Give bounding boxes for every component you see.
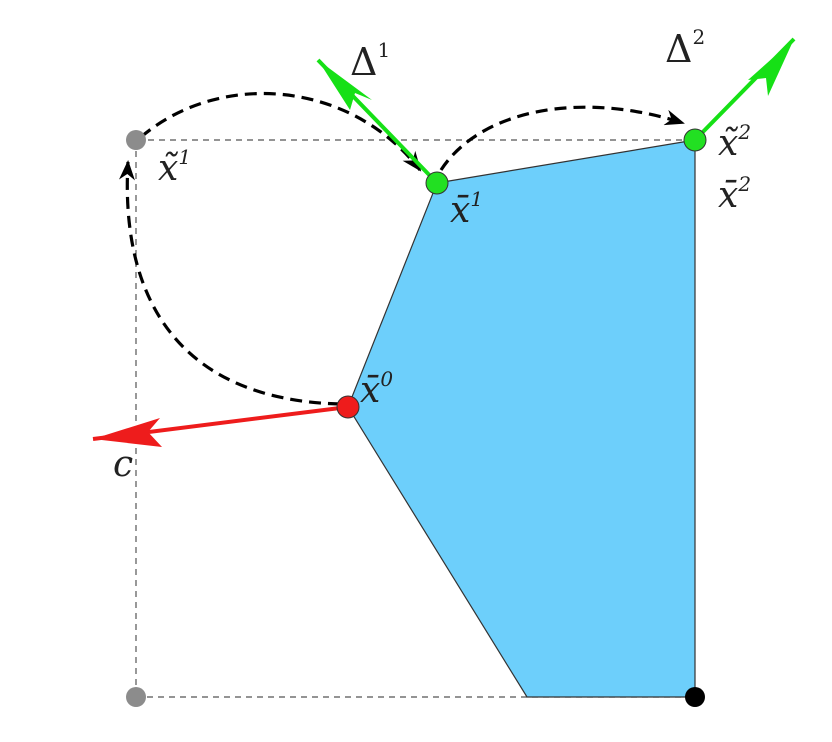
path-xbar1-to-xtilde2 — [439, 105, 685, 171]
vertex-bottom-right — [685, 687, 705, 707]
vertex-x-bar-0 — [336, 395, 360, 419]
delta-2-arrowhead — [748, 39, 794, 96]
label-delta-2: Δ2 — [665, 25, 705, 71]
label-x-bar-2: x̄2 — [718, 172, 751, 216]
vertex-x-tilde-2 — [683, 128, 707, 152]
delta-1-arrowhead — [318, 60, 372, 110]
vertex-x-bar-1 — [425, 171, 449, 195]
path-x0-to-xtilde1 — [118, 160, 341, 406]
cost-c-arrowhead — [93, 418, 162, 447]
label-x-tilde-1: x̃1 — [158, 145, 191, 189]
label-x-bar-1: x̄1 — [450, 187, 483, 231]
label-x-tilde-2: x̃2 — [718, 120, 751, 164]
label-c: c — [113, 444, 133, 485]
label-x-bar-0: x̄0 — [360, 367, 393, 411]
dashed-path — [118, 91, 685, 406]
label-delta-1: Δ1 — [350, 38, 390, 84]
vertex-bottom-left — [126, 687, 146, 707]
vertex-x-tilde-1 — [126, 130, 146, 150]
feasible-polygon — [347, 139, 696, 698]
path-xtilde1-to-xbar1 — [139, 91, 422, 172]
